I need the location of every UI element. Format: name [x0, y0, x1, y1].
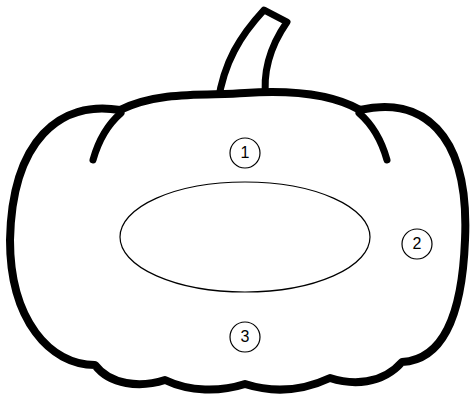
lobe-line	[93, 113, 121, 160]
callout-circle: 1	[229, 137, 261, 169]
callout-circle: 2	[401, 228, 433, 260]
callout-number: 3	[241, 329, 250, 345]
center-oval	[120, 182, 370, 292]
callout-circle: 3	[229, 321, 261, 353]
pumpkin-body	[10, 92, 465, 390]
lobe-line	[359, 113, 387, 160]
callout-number: 1	[241, 145, 250, 161]
callout-number: 2	[413, 236, 422, 252]
